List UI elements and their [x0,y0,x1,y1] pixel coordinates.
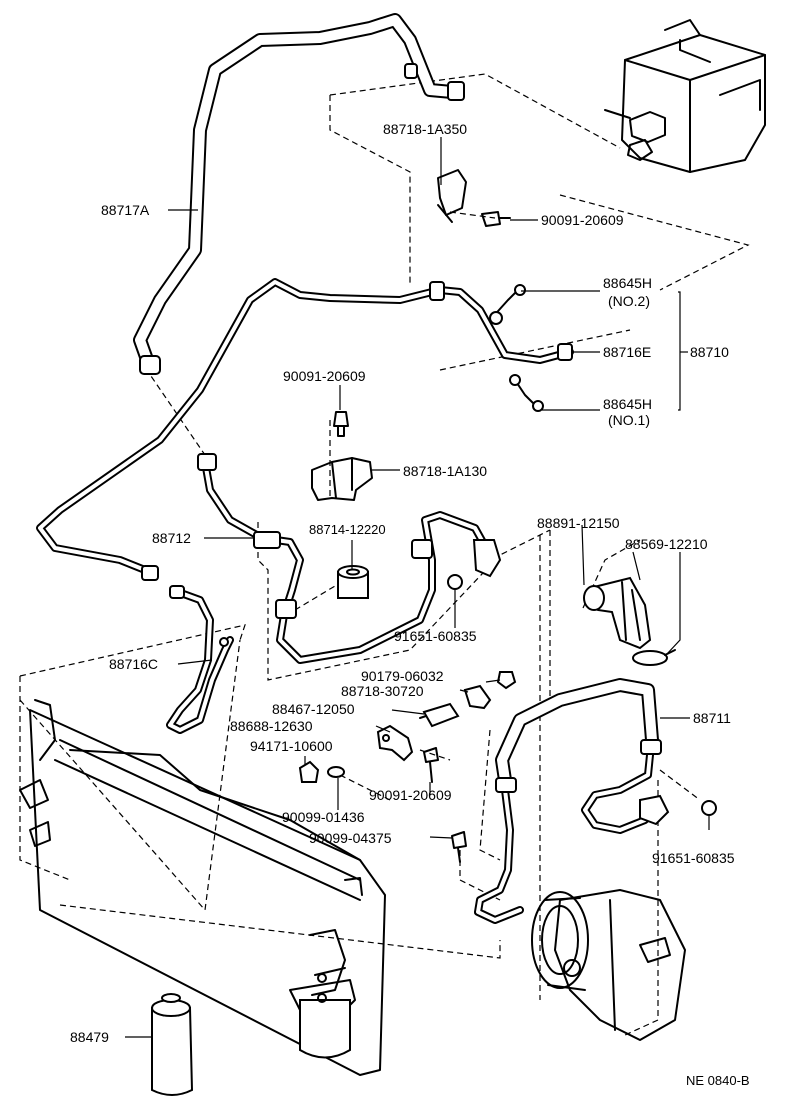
label-88645H-no2-sub: (NO.2) [608,293,650,309]
label-88718-30720: 88718-30720 [341,683,424,699]
sleeve-88714-12220 [337,565,369,599]
label-88645H-no1-sub: (NO.1) [608,412,650,428]
evaporator-unit-drawing [604,19,766,173]
clip-91651-60835-right [701,800,717,816]
label-90179-06032: 90179-06032 [361,668,444,684]
label-88718-1A130: 88718-1A130 [403,463,487,479]
label-88688-12630: 88688-12630 [230,718,313,734]
diagram-code: NE 0840-B [686,1073,750,1088]
label-90091-20609-middle: 90091-20609 [283,368,366,384]
bolt-90091-20609-middle [333,411,349,437]
pipe-88712 [197,453,502,664]
bolt-90099-04375 [451,831,467,863]
label-88891-12150: 88891-12150 [537,515,620,531]
hose-88717A [133,13,465,375]
label-88710: 88710 [690,344,729,360]
label-88645H-no1: 88645H [603,396,652,412]
label-88467-12050: 88467-12050 [272,701,355,717]
nut-94171-10600 [298,760,320,783]
bolt-90091-20609-top [481,211,511,227]
label-91651-60835-right: 91651-60835 [652,850,735,866]
washer-90099-01436 [327,766,345,778]
pipe-88716E [36,278,574,581]
label-88712: 88712 [152,530,191,546]
compressor-drawing [531,889,686,1041]
nut-90179-06032 [496,671,517,690]
pressure-switch-88645H-no1 [509,374,544,412]
label-88645H-no2: 88645H [603,275,652,291]
bracket-88688-12630 [376,724,414,762]
dryer-88479 [151,993,194,1096]
label-88718-1A350: 88718-1A350 [383,121,467,137]
bracket-88718-1A130 [311,457,373,501]
sensor-88467-12050 [419,702,460,728]
dashed-reference-lines [19,73,750,1036]
pressure-switch-88645H-no2 [489,284,526,325]
condenser-drawing [19,699,386,1076]
clip-91651-60835-left [447,574,463,628]
label-88479: 88479 [70,1029,109,1045]
label-88711: 88711 [693,710,731,726]
hose-88891-12150 [583,576,652,650]
bracket-88710-group [678,291,688,411]
label-88569-12210: 88569-12210 [625,536,708,552]
label-91651-60835-left: 91651-60835 [394,628,477,644]
label-88714-12220: 88714-12220 [309,522,386,537]
clamp-88569-12210 [632,649,676,666]
label-88716C: 88716C [109,656,158,672]
bolt-90091-20609-bottom [423,747,439,783]
bracket-88718-30720 [463,684,492,710]
label-90099-01436: 90099-01436 [282,809,365,825]
bracket-88718-1A350 [437,169,467,223]
label-94171-10600: 94171-10600 [250,738,333,754]
leader-lines [125,137,710,1038]
hose-88711 [474,678,670,924]
part-number-labels: 88717A 88718-1A350 90091-20609 88645H (N… [70,121,750,1088]
label-88716E: 88716E [603,344,651,360]
label-88717A: 88717A [101,202,150,218]
label-90099-04375: 90099-04375 [309,830,392,846]
pipe-88716C [166,585,234,734]
label-90091-20609-top: 90091-20609 [541,212,624,228]
label-90091-20609-bottom: 90091-20609 [369,787,452,803]
